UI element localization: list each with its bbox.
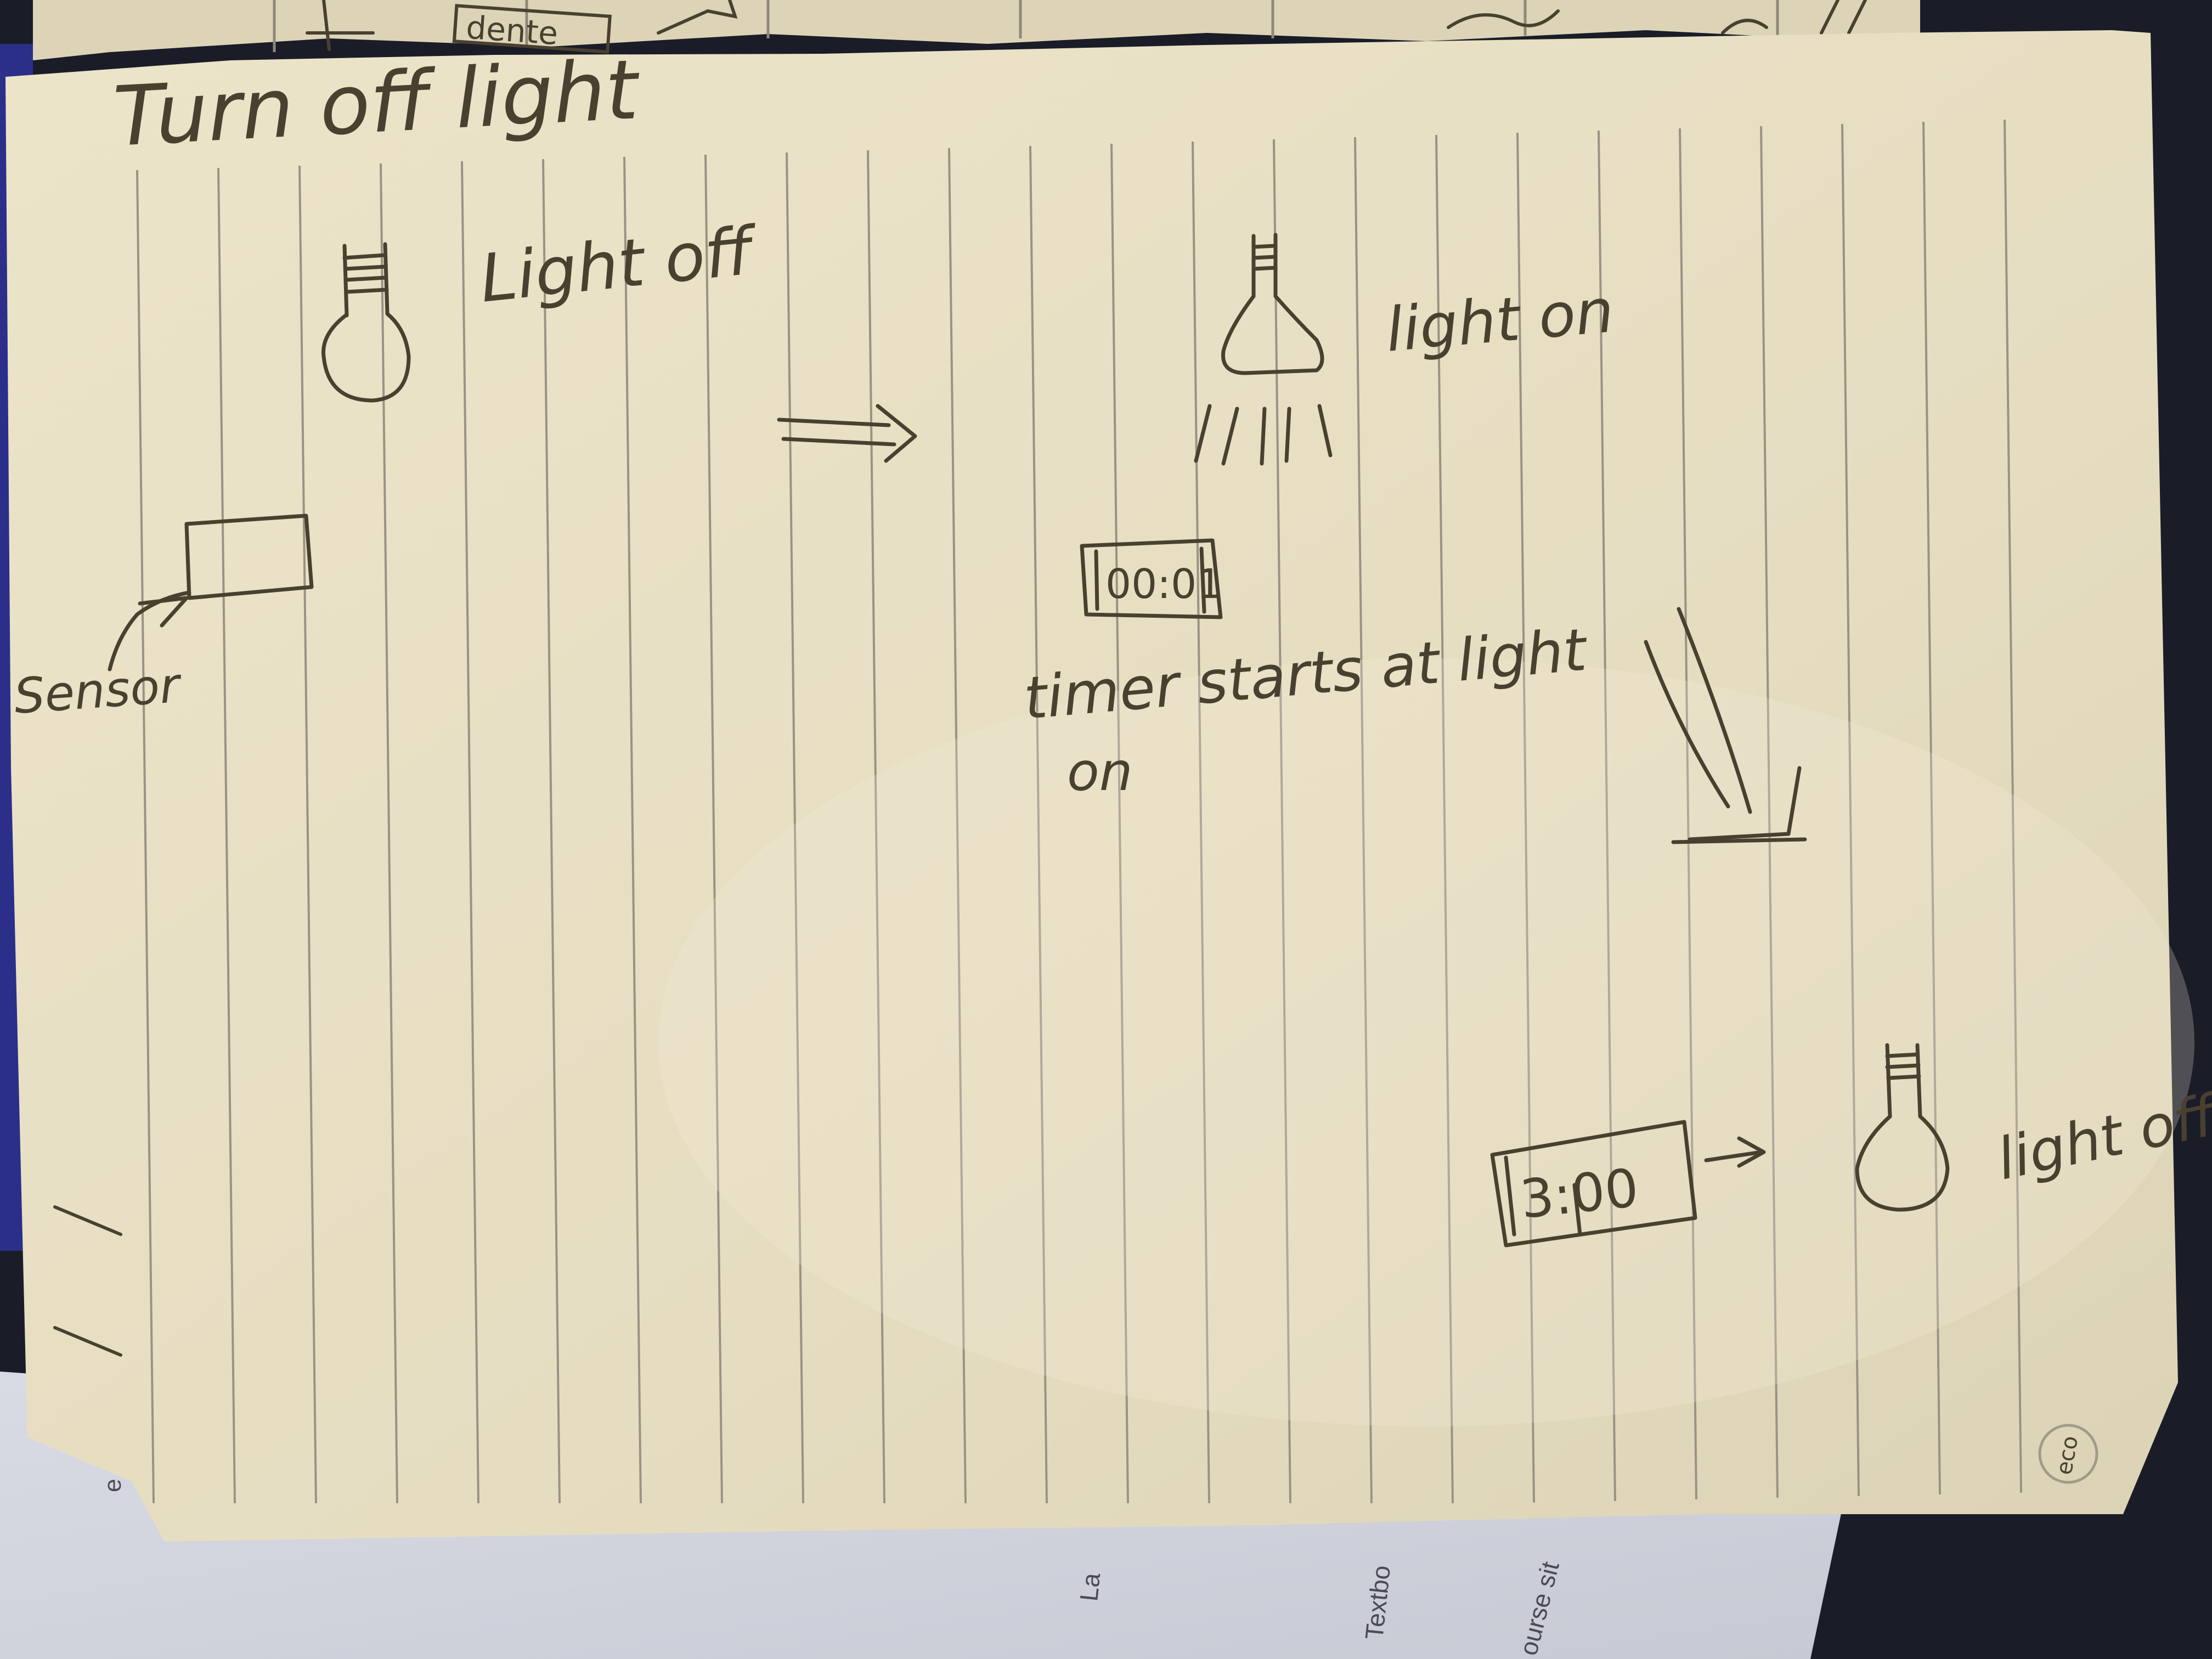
under-sheet-label-e: e	[99, 1479, 126, 1492]
rule-line	[1760, 126, 1779, 1498]
under-sheet-label-la: La	[1074, 1571, 1105, 1602]
rule-line	[1516, 132, 1535, 1503]
rule-line	[1435, 134, 1454, 1504]
bulb-off-icon	[321, 242, 411, 403]
margin-marks	[53, 1205, 122, 1357]
sensor-label: Sensor	[12, 657, 184, 725]
rule-line	[1922, 121, 1941, 1495]
rule-line	[1273, 139, 1291, 1504]
rule-line	[461, 161, 479, 1504]
rule-line	[1841, 123, 1860, 1497]
rule-line	[380, 163, 398, 1504]
rule-line	[298, 165, 317, 1504]
small-arrow-icon	[1704, 1136, 1766, 1168]
rule-line	[704, 154, 723, 1504]
rule-line	[217, 167, 236, 1504]
rule-line	[136, 170, 155, 1504]
curved-arrow-icon	[1644, 607, 1807, 844]
sketch-paper	[5, 30, 2194, 1542]
rule-line	[1598, 130, 1616, 1502]
timer-3-00-display: 3:00	[1517, 1157, 1641, 1231]
bulb-off-icon-frame-3	[1855, 1043, 1950, 1212]
rule-line	[542, 159, 561, 1504]
sensor-icon	[108, 514, 314, 672]
rule-line	[2004, 119, 2022, 1493]
rule-line	[1029, 145, 1048, 1504]
timer-00-01-display: 00:01	[1105, 561, 1222, 608]
rule-line	[1354, 137, 1373, 1504]
bulb-on-icon	[1194, 233, 1333, 466]
rule-line	[786, 152, 804, 1504]
timer-3-00-box	[1490, 1120, 1697, 1248]
rule-line	[1679, 128, 1697, 1500]
frame-1: Light off Sensor	[12, 212, 762, 725]
rule-line	[1110, 143, 1129, 1504]
double-arrow-icon	[777, 404, 917, 463]
top-sheet: dente	[33, 0, 1920, 60]
rule-line	[1192, 141, 1210, 1504]
top-sheet-fragment-text: dente	[465, 9, 559, 53]
rule-line	[867, 150, 885, 1504]
timer-00-01-box	[1080, 538, 1223, 619]
rule-line	[623, 156, 642, 1504]
rule-line	[948, 148, 967, 1504]
frame-2-caption-line-2: on	[1067, 741, 1133, 803]
rule-lines	[136, 119, 2022, 1504]
